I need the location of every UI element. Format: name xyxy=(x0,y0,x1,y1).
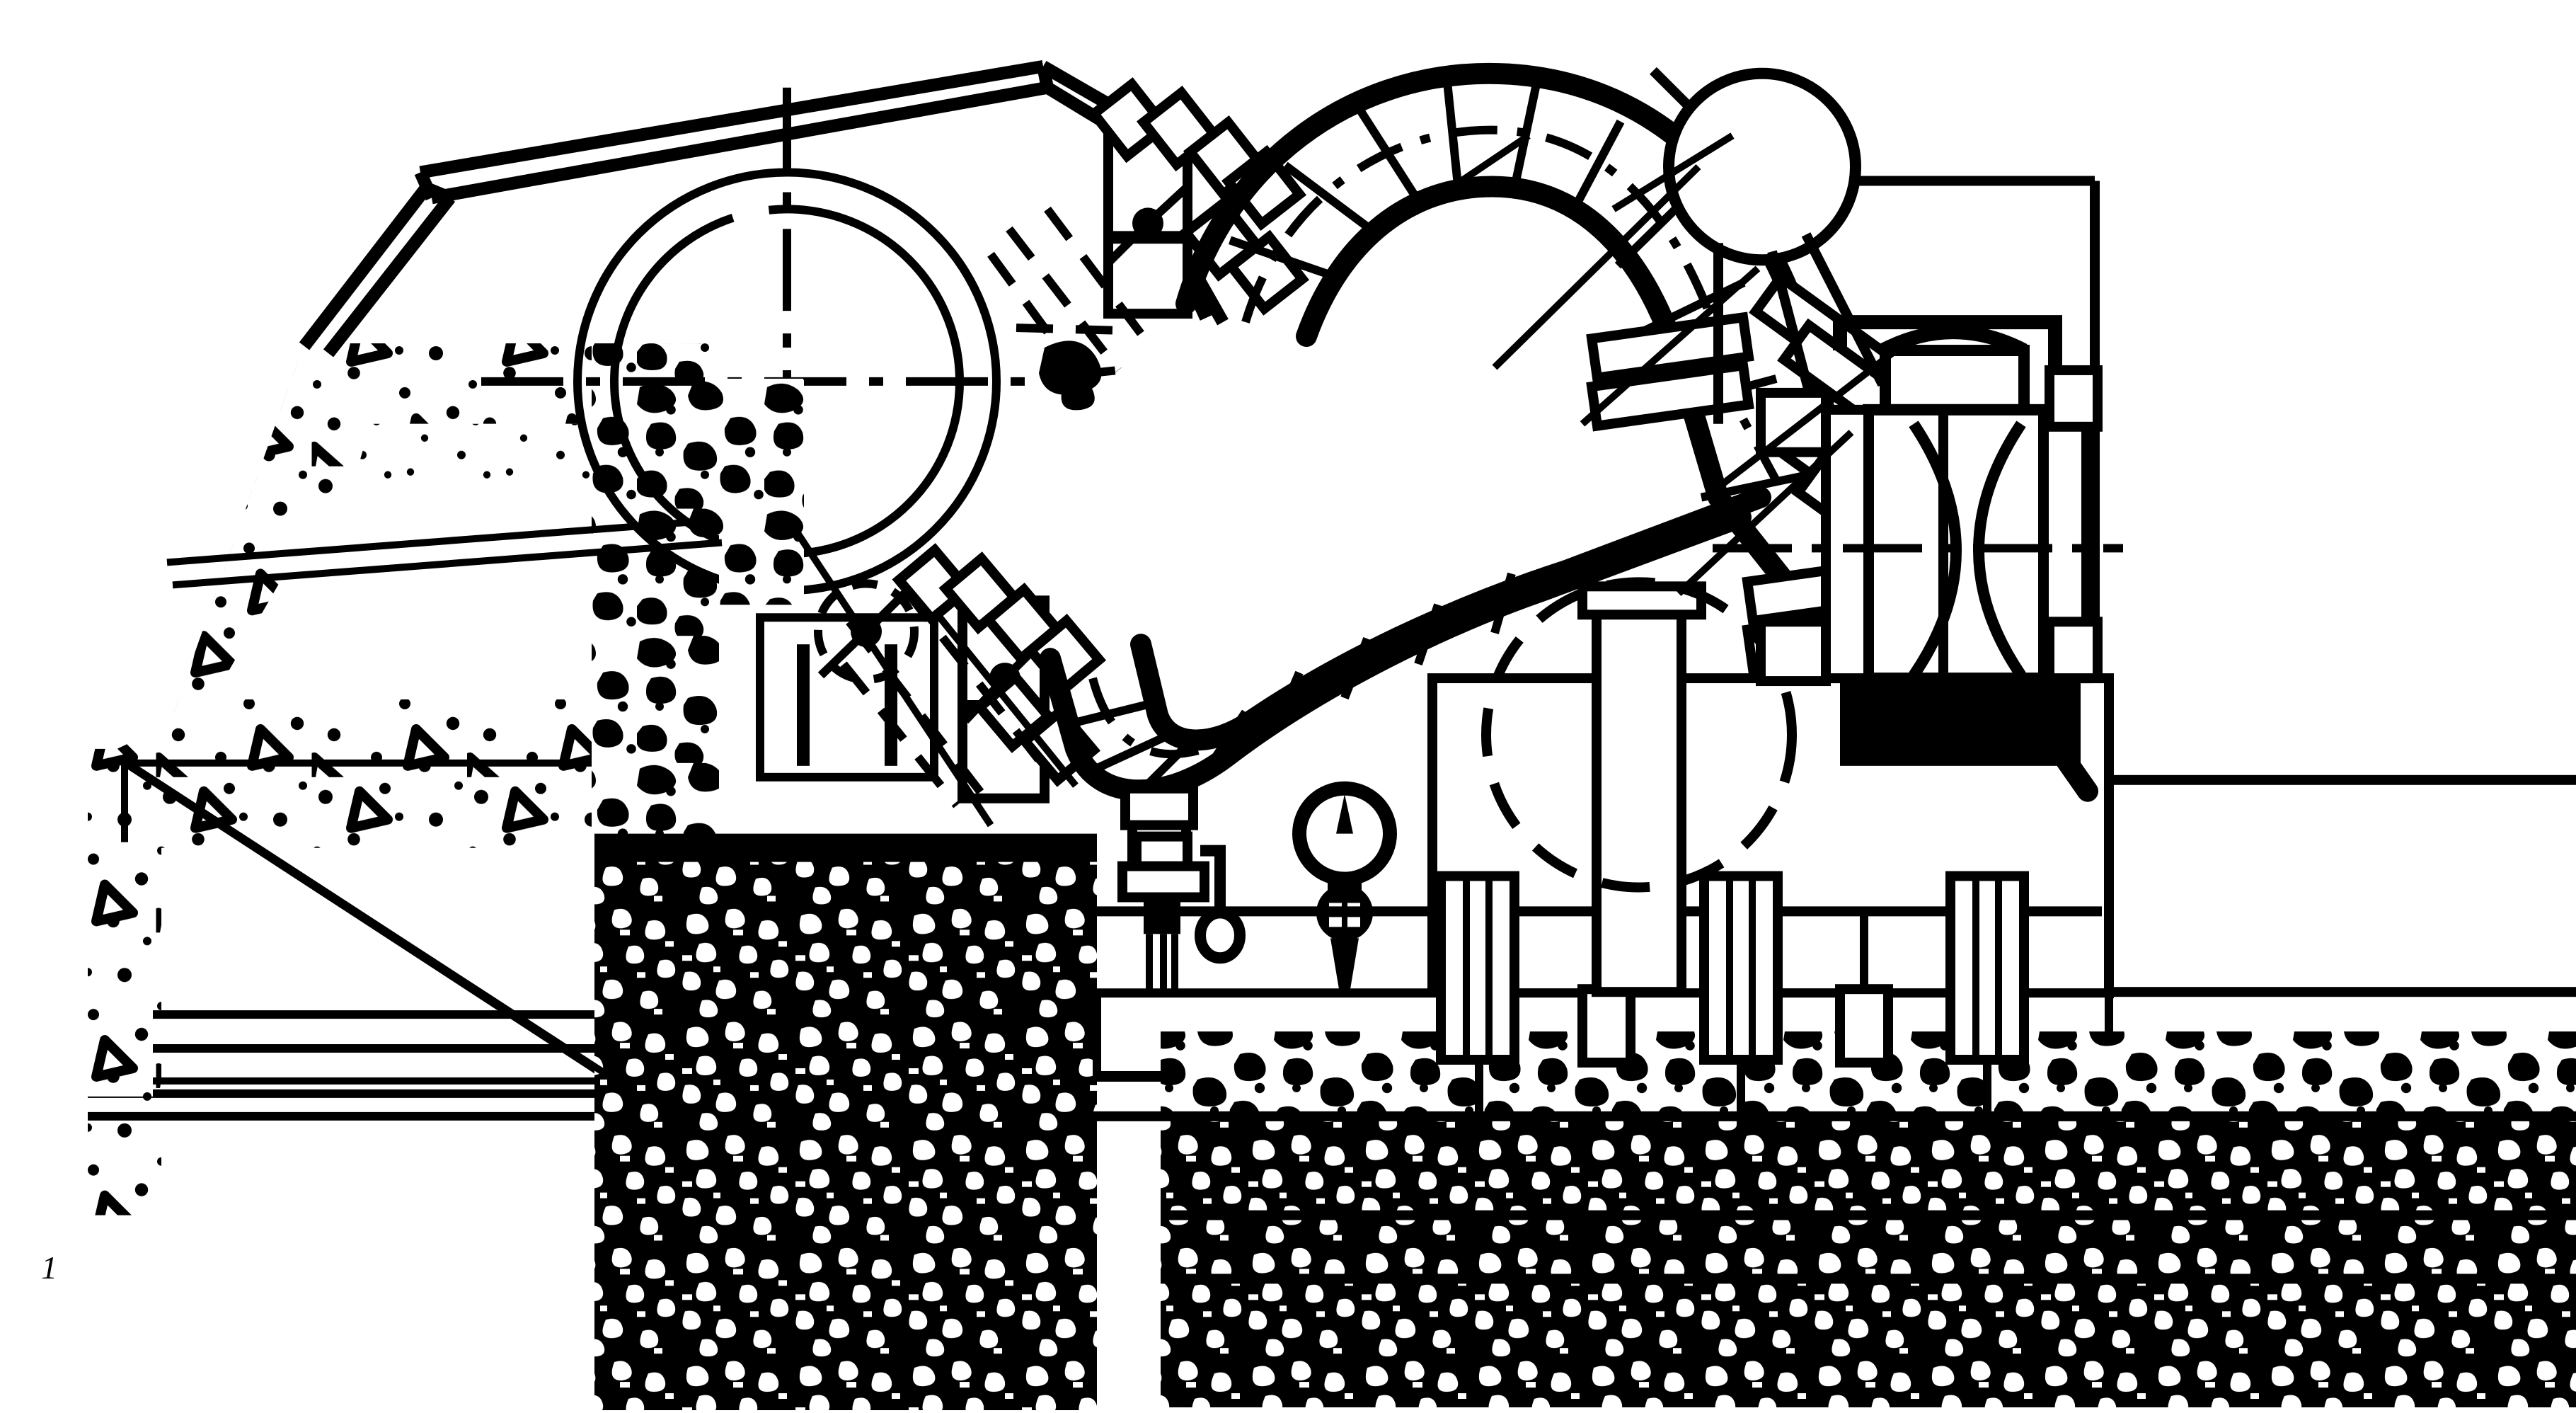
steam-main-lower-bend xyxy=(1040,486,1771,801)
concrete-left-edge xyxy=(88,842,153,1097)
refractory-wall xyxy=(592,343,1097,1411)
hidden-outline-lower xyxy=(840,588,1054,808)
cylinder-section xyxy=(1481,577,1797,997)
drum-seat-hatch xyxy=(719,378,804,605)
drain-valve[interactable] xyxy=(1117,831,1246,1021)
hidden-outline-blob xyxy=(1039,341,1102,411)
slab-edge-lines xyxy=(1090,1111,2576,1284)
foundation-bands xyxy=(1093,989,2576,1408)
leader-lines xyxy=(125,132,1902,1077)
sheet-mark: 1 xyxy=(41,1249,57,1286)
sphere-vessel xyxy=(1650,67,2100,643)
roof-girder xyxy=(299,59,1054,357)
turbine-casing xyxy=(1713,315,2123,766)
